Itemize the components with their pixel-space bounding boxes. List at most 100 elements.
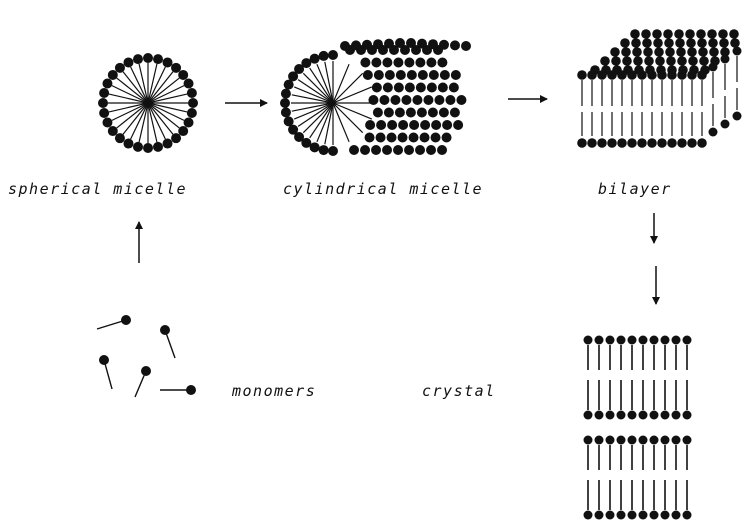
head-group xyxy=(672,436,681,445)
head-group xyxy=(683,336,692,345)
head-group xyxy=(363,70,373,80)
head-group xyxy=(617,411,626,420)
head-group xyxy=(371,58,381,68)
head-group xyxy=(698,47,708,57)
head-group xyxy=(384,108,394,118)
head-group xyxy=(663,29,673,39)
head-group xyxy=(99,355,109,365)
head-group xyxy=(655,56,665,66)
head-group xyxy=(428,108,438,118)
head-group xyxy=(451,70,461,80)
head-group xyxy=(597,138,607,148)
head-group xyxy=(661,336,670,345)
head-group xyxy=(666,56,676,66)
head-group xyxy=(688,56,698,66)
head-group xyxy=(115,63,125,73)
head-group xyxy=(187,88,197,98)
head-group xyxy=(365,120,375,130)
head-group xyxy=(415,145,425,155)
head-group xyxy=(102,78,112,88)
head-group xyxy=(628,511,637,520)
head-group xyxy=(163,139,173,149)
head-group xyxy=(382,145,392,155)
head-group xyxy=(281,89,291,99)
head-group xyxy=(674,29,684,39)
bilayer-label: bilayer xyxy=(598,180,672,198)
head-group xyxy=(351,40,361,50)
head-group xyxy=(98,98,108,108)
head-group xyxy=(657,138,667,148)
head-group xyxy=(123,57,133,67)
head-group xyxy=(423,95,433,105)
head-group xyxy=(672,411,681,420)
head-group xyxy=(657,70,667,80)
head-group xyxy=(577,138,587,148)
head-group xyxy=(328,146,338,156)
head-group xyxy=(639,436,648,445)
head-group xyxy=(401,95,411,105)
head-group xyxy=(153,142,163,152)
head-group xyxy=(587,70,597,80)
head-group xyxy=(637,138,647,148)
head-group xyxy=(373,108,383,118)
head-group xyxy=(368,95,378,105)
head-group xyxy=(184,78,194,88)
head-group xyxy=(171,133,181,143)
head-group xyxy=(628,336,637,345)
head-group xyxy=(187,108,197,118)
head-group xyxy=(409,133,419,143)
head-group xyxy=(621,47,631,57)
head-group xyxy=(449,83,459,93)
head-group xyxy=(427,83,437,93)
spherical-micelle xyxy=(98,53,198,153)
bilayer-block xyxy=(577,29,741,148)
head-group xyxy=(171,63,181,73)
head-group xyxy=(676,47,686,57)
head-group xyxy=(184,118,194,128)
head-group xyxy=(442,120,452,130)
head-group xyxy=(718,29,728,39)
head-group xyxy=(428,39,438,49)
head-group xyxy=(373,39,383,49)
head-group xyxy=(650,436,659,445)
head-group xyxy=(407,70,417,80)
head-group xyxy=(456,95,466,105)
head-group xyxy=(115,133,125,143)
head-group xyxy=(415,58,425,68)
head-group xyxy=(360,145,370,155)
head-group xyxy=(108,126,118,136)
head-group xyxy=(387,133,397,143)
head-group xyxy=(360,58,370,68)
head-group xyxy=(584,411,593,420)
head-group xyxy=(661,411,670,420)
head-group xyxy=(281,107,291,117)
head-group xyxy=(396,70,406,80)
head-group xyxy=(420,120,430,130)
head-group xyxy=(328,50,338,60)
head-group xyxy=(650,336,659,345)
head-group xyxy=(412,95,422,105)
head-group xyxy=(595,436,604,445)
head-group xyxy=(611,56,621,66)
head-group xyxy=(420,133,430,143)
head-group xyxy=(707,29,717,39)
head-group xyxy=(719,38,729,48)
head-group xyxy=(99,88,109,98)
head-group xyxy=(376,133,386,143)
head-group xyxy=(445,95,455,105)
head-group xyxy=(639,411,648,420)
head-group xyxy=(417,39,427,49)
head-group xyxy=(398,133,408,143)
head-group xyxy=(398,120,408,130)
head-group xyxy=(584,436,593,445)
head-group xyxy=(639,511,648,520)
head-group xyxy=(595,411,604,420)
head-group xyxy=(439,40,449,50)
head-group xyxy=(123,139,133,149)
head-group xyxy=(687,47,697,57)
head-group xyxy=(644,56,654,66)
head-group xyxy=(362,40,372,50)
head-group xyxy=(685,29,695,39)
head-group xyxy=(418,70,428,80)
head-group xyxy=(453,120,463,130)
